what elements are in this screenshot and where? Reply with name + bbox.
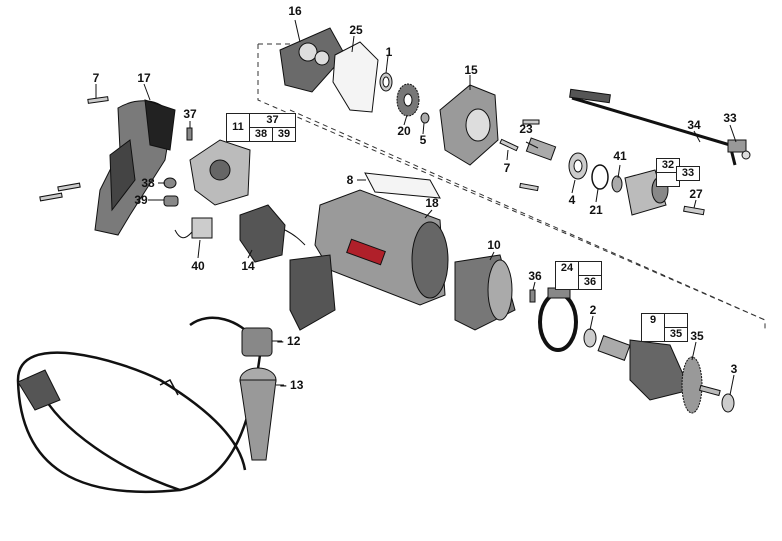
callout-35: 35 — [690, 329, 704, 343]
callout-box-24: 24 36 — [555, 261, 602, 290]
box-11-left: 11 — [226, 113, 250, 142]
part-38-capacitor — [163, 177, 177, 189]
callout-36: 36 — [528, 269, 542, 283]
part-33-clamp — [727, 139, 751, 160]
callout-13-number: 13 — [290, 378, 304, 392]
part-36-pin — [529, 289, 536, 303]
part-23-spindle — [525, 137, 557, 161]
part-13-cord-sleeve — [239, 367, 277, 461]
part-24-brush-holder — [538, 287, 578, 352]
callout-37: 37 — [183, 107, 197, 121]
part-17-handle — [94, 99, 176, 236]
box-9-top: 9 — [641, 313, 665, 328]
leader-lines — [95, 19, 737, 396]
part-4-bearing — [568, 152, 588, 180]
part-16-back-plate — [279, 27, 346, 93]
callout-2: 2 — [589, 303, 597, 317]
armature-shaft — [698, 384, 721, 397]
part-40-brush — [174, 217, 213, 239]
cable-tie — [159, 379, 179, 396]
callout-12-number: 12 — [287, 334, 301, 348]
callout-box-33: 33 — [676, 166, 700, 181]
callout-17: 17 — [137, 71, 151, 85]
part-39-clip — [163, 195, 179, 207]
plug — [17, 369, 61, 411]
part-21-retaining-ring — [591, 164, 609, 190]
box-24-right-top — [578, 261, 602, 276]
part-41-washer — [611, 175, 623, 193]
callout-40: 40 — [191, 259, 205, 273]
callout-7b: 7 — [503, 161, 511, 175]
callout-13: – 13 — [280, 378, 304, 392]
callout-20: 20 — [397, 124, 411, 138]
callout-8: 8 — [346, 173, 354, 187]
part-37-pin — [186, 127, 193, 141]
screws-7 — [87, 96, 540, 192]
callout-21: 21 — [589, 203, 603, 217]
part-18-motor-housing — [289, 189, 449, 331]
callout-25: 25 — [349, 23, 363, 37]
callout-12: – 12 — [277, 334, 301, 348]
part-9-armature — [597, 335, 691, 401]
part-15-gear-housing — [439, 84, 499, 166]
part-35-fan — [681, 356, 703, 414]
switch-assembly — [189, 139, 251, 206]
callout-41: 41 — [613, 149, 627, 163]
part-1-bearing — [379, 72, 393, 92]
box-9-bottom: 35 — [664, 327, 688, 342]
box-11-top: 37 — [249, 113, 296, 128]
box-32-right: 33 — [676, 166, 700, 181]
callout-34: 34 — [687, 118, 701, 132]
box-11-bottom-left: 38 — [249, 127, 273, 142]
screws-handle — [39, 182, 81, 202]
callout-27: 27 — [689, 187, 703, 201]
callout-16: 16 — [288, 4, 302, 18]
part-3-bearing — [721, 393, 735, 413]
callout-38: 38 — [141, 176, 155, 190]
part-34-depth-rod — [569, 88, 737, 166]
callout-4: 4 — [568, 193, 576, 207]
callout-10: 10 — [487, 238, 501, 252]
part-2-bearing — [583, 328, 597, 348]
callout-5: 5 — [419, 133, 427, 147]
box-9-right-top — [664, 313, 688, 328]
callout-7a: 7 — [92, 71, 100, 85]
box-24-top: 24 — [555, 261, 579, 276]
callout-1: 1 — [385, 45, 393, 59]
callout-box-11: 11 37 38 39 — [226, 113, 296, 142]
box-24-left-bottom — [555, 275, 579, 290]
part-8-label — [364, 172, 441, 199]
part-25-gasket — [332, 41, 379, 113]
callout-33: 33 — [723, 111, 737, 125]
callout-23: 23 — [519, 122, 533, 136]
callout-18: 18 — [425, 196, 439, 210]
callout-3: 3 — [730, 362, 738, 376]
callout-39: 39 — [134, 193, 148, 207]
box-32-left: 32 — [656, 158, 680, 173]
box-11-bottom-right: 39 — [272, 127, 296, 142]
box-24-bottom: 36 — [578, 275, 602, 290]
box-9-left-bottom — [641, 327, 665, 342]
part-10-stator — [454, 254, 516, 331]
assembly-guide-lines — [257, 43, 766, 330]
callout-box-9: 9 35 — [641, 313, 688, 342]
power-cord — [16, 316, 262, 494]
part-12-strain-relief — [241, 327, 273, 357]
part-14-switch — [239, 204, 306, 263]
part-5-washer — [420, 112, 430, 124]
part-20-gear — [396, 83, 420, 117]
callout-14: 14 — [241, 259, 255, 273]
callout-15: 15 — [464, 63, 478, 77]
